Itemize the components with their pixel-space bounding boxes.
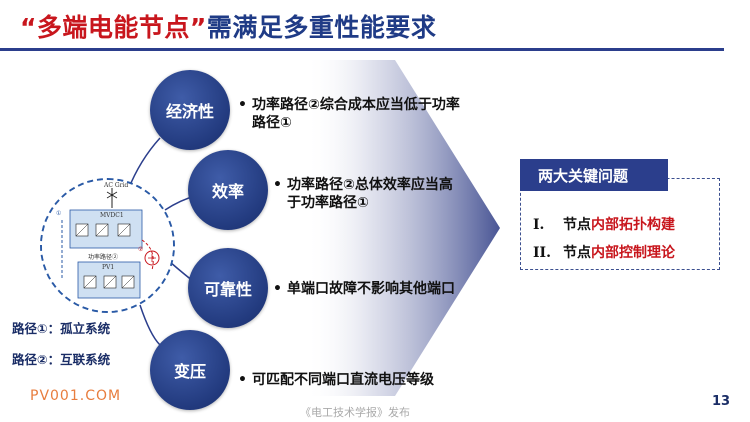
title-rest: 需满足多重性能要求 bbox=[206, 13, 437, 42]
circuit-diagram: AC Grid MVDC1 功率路径② PV1 ① ② bbox=[40, 178, 175, 313]
title-bar: “多端电能节点”需满足多重性能要求 bbox=[0, 0, 750, 51]
node-economy: 经济性 bbox=[150, 70, 230, 150]
title-underline bbox=[0, 48, 724, 51]
key-issues-header: 两大关键问题 bbox=[520, 159, 668, 191]
marker-2: ② bbox=[138, 246, 144, 253]
title-quoted: “多端电能节点” bbox=[20, 13, 207, 42]
bullet-dot: • bbox=[273, 281, 282, 297]
bullet-efficiency-line1: 功率路径②总体效率应当高 bbox=[287, 177, 453, 193]
marker-1: ① bbox=[56, 210, 62, 217]
page-number: 13 bbox=[712, 394, 731, 409]
bullet-economy: • 功率路径②综合成本应当低于功率 路径① bbox=[238, 96, 508, 132]
bullet-reliability-line1: 单端口故障不影响其他端口 bbox=[287, 281, 455, 297]
bullet-voltage: • 可匹配不同端口直流电压等级 bbox=[238, 371, 498, 389]
bullet-economy-line2: 路径① bbox=[252, 115, 292, 131]
bullet-dot: • bbox=[238, 372, 247, 388]
footer-source: 《电工技术学报》发布 bbox=[300, 406, 410, 419]
issue-item-1: I. 节点内部拓扑构建 bbox=[533, 214, 675, 234]
issue-1-highlight: 内部拓扑构建 bbox=[591, 217, 675, 233]
path-1-label: 路径①：孤立系统 bbox=[12, 321, 111, 336]
bullet-economy-line1: 功率路径②综合成本应当低于功率 bbox=[252, 97, 460, 113]
power-path-label: 功率路径② bbox=[88, 254, 119, 261]
page-title: “多端电能节点”需满足多重性能要求 bbox=[20, 8, 436, 44]
issue-2-number: II. bbox=[533, 245, 551, 261]
bullet-efficiency-line2: 于功率路径① bbox=[287, 195, 369, 211]
node-reliability: 可靠性 bbox=[188, 248, 268, 328]
bullet-dot: • bbox=[238, 97, 247, 113]
node-reliability-label: 可靠性 bbox=[203, 280, 252, 299]
pv-label: PV1 bbox=[102, 264, 115, 271]
issue-1-number: I. bbox=[533, 217, 545, 233]
node-voltage: 变压 bbox=[150, 330, 230, 410]
bullet-reliability: • 单端口故障不影响其他端口 bbox=[273, 280, 513, 298]
issue-item-2: II. 节点内部控制理论 bbox=[533, 242, 675, 262]
issue-2-highlight: 内部控制理论 bbox=[591, 245, 675, 261]
path-2-label: 路径②：互联系统 bbox=[12, 352, 111, 367]
ac-grid-label: AC Grid bbox=[104, 182, 129, 189]
node-economy-label: 经济性 bbox=[165, 102, 214, 121]
node-efficiency: 效率 bbox=[188, 150, 268, 230]
bullet-efficiency: • 功率路径②总体效率应当高 于功率路径① bbox=[273, 176, 513, 212]
node-efficiency-label: 效率 bbox=[211, 182, 244, 201]
key-issues-box bbox=[520, 178, 720, 270]
node-voltage-label: 变压 bbox=[173, 362, 206, 381]
issue-2-prefix: 节点 bbox=[563, 245, 591, 261]
watermark-logo-text: PV001.COM bbox=[30, 388, 122, 404]
bullet-dot: • bbox=[273, 177, 282, 193]
bullet-voltage-line1: 可匹配不同端口直流电压等级 bbox=[252, 372, 434, 388]
mvdc-label: MVDC1 bbox=[100, 212, 124, 219]
issue-1-prefix: 节点 bbox=[563, 217, 591, 233]
circuit-schematic bbox=[42, 180, 173, 311]
